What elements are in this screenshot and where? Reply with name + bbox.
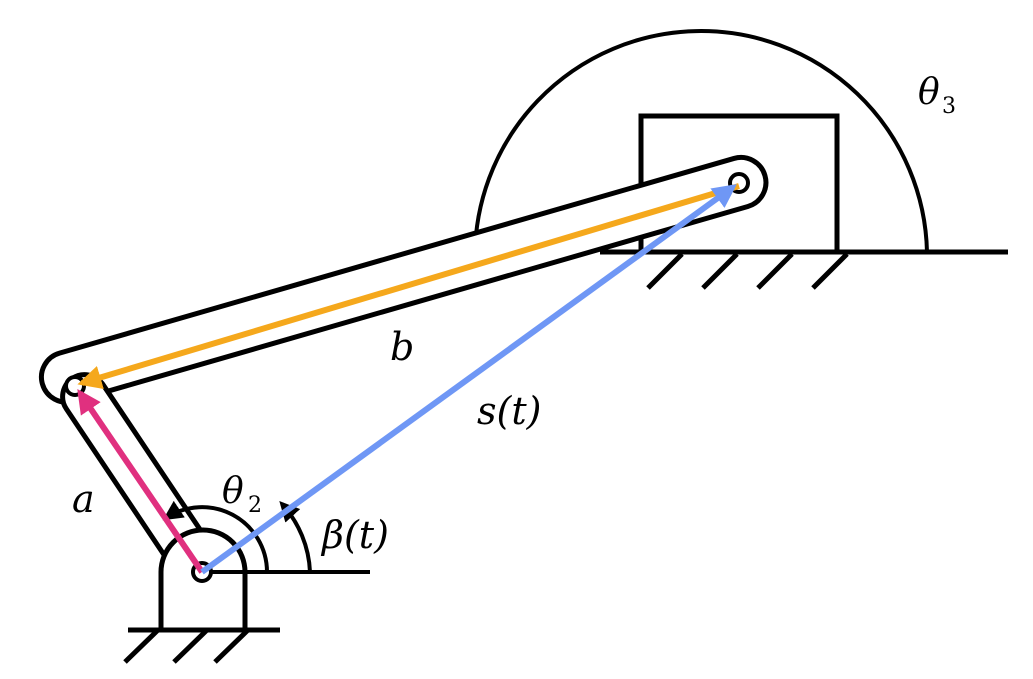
slider-ground xyxy=(600,249,1008,290)
svg-text:2: 2 xyxy=(248,493,262,518)
theta2-arc xyxy=(162,500,269,573)
theta3-arc xyxy=(464,28,929,266)
vector-s xyxy=(200,184,737,575)
label-s-t: s(t) xyxy=(477,389,541,433)
label-a: a xyxy=(72,477,95,521)
label-theta3: θ 3 xyxy=(918,72,956,119)
svg-text:θ: θ xyxy=(918,72,940,113)
vector-a xyxy=(77,389,205,574)
crank-ground-support xyxy=(123,527,280,664)
vector-b xyxy=(77,183,740,389)
label-b: b xyxy=(390,325,414,369)
svg-text:3: 3 xyxy=(942,94,956,119)
svg-text:θ: θ xyxy=(222,471,244,512)
label-theta2: θ 2 xyxy=(222,471,262,518)
label-beta: β(t) xyxy=(320,513,389,557)
link-b-body xyxy=(38,154,769,405)
